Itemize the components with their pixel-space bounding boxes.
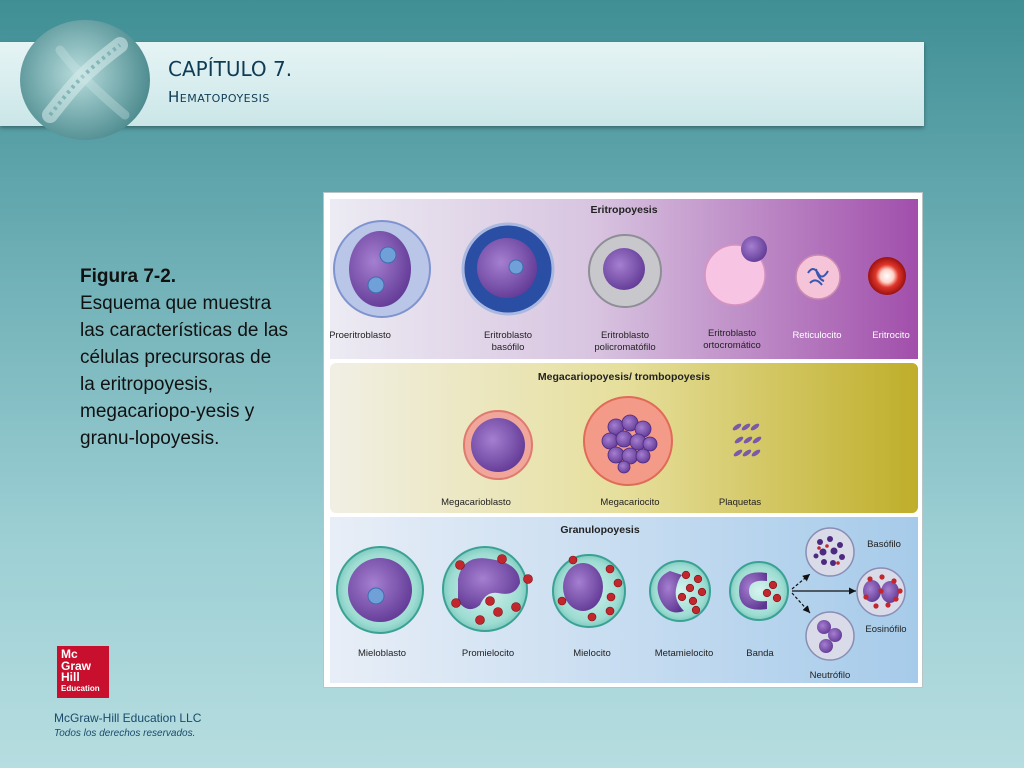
label-neutrophil: Neutrófilo	[810, 670, 851, 681]
label-erythrocyte: Eritrocito	[872, 330, 909, 341]
label-proerythroblast: Proeritroblasto	[330, 330, 391, 341]
label-megakaryocyte: Megacariocito	[600, 497, 659, 508]
footer-rights: Todos los derechos reservados.	[54, 728, 196, 739]
arrow-to-basophil	[791, 573, 811, 590]
header-band	[0, 42, 924, 126]
megakaryocyte-cell	[583, 396, 673, 486]
promyelocyte-cell	[442, 546, 533, 632]
granulopoiesis-title: Granulopoyesis	[560, 524, 640, 536]
label-eosinophil: Eosinófilo	[865, 624, 906, 635]
megakaryoblast-cell	[463, 410, 533, 480]
logo-line-hill: Hill	[61, 670, 80, 684]
label-myeloblast: Mieloblasto	[358, 648, 406, 659]
basophilic-erythroblast-cell	[461, 222, 555, 316]
platelets-group	[732, 423, 762, 457]
proerythroblast-cell	[333, 220, 431, 318]
orthochromatic-erythroblast-cell	[704, 236, 767, 306]
eosinophil-cell	[856, 567, 906, 617]
label-myelocyte: Mielocito	[573, 648, 611, 659]
chapter-title: CAPÍTULO 7.	[168, 57, 293, 81]
label-basophil: Basófilo	[867, 539, 901, 550]
logo-line-education: Education	[61, 683, 100, 693]
myeloblast-cell	[336, 546, 424, 634]
megakaryopoiesis-title: Megacariopoyesis/ trombopoyesis	[538, 371, 710, 383]
myelocyte-cell	[552, 554, 626, 628]
logo-line-graw: Graw	[61, 658, 92, 673]
footer-company: McGraw-Hill Education LLC	[54, 711, 202, 725]
logo-line-mc: Mc	[61, 647, 78, 661]
label-reticulocyte: Reticulocito	[792, 330, 841, 341]
erythrocyte-cell	[868, 257, 906, 295]
label-metamyelocyte: Metamielocito	[655, 648, 714, 659]
figure-description: Esquema que muestra las características …	[80, 293, 289, 449]
hematopoiesis-figure: Eritropoyesis Megacariopoyesis/ trombopo…	[323, 192, 923, 688]
arrow-to-neutrophil	[791, 592, 811, 614]
label-band: Banda	[746, 648, 774, 659]
figure-label: Figura 7-2.	[80, 266, 177, 287]
label-promyelocyte: Promielocito	[462, 648, 514, 659]
figure-caption: Figura 7-2. Esquema que muestra las cara…	[80, 263, 290, 452]
mcgraw-hill-logo: Mc Graw Hill Education	[57, 646, 109, 698]
chromosome-icon	[20, 20, 150, 140]
neutrophil-cell	[805, 611, 855, 661]
label-megakaryoblast: Megacarioblasto	[441, 497, 511, 508]
chapter-subtitle: Hematopoyesis	[168, 88, 270, 106]
metamyelocyte-cell	[649, 560, 711, 622]
reticulocyte-cell	[795, 254, 841, 300]
erythropoiesis-title: Eritropoyesis	[590, 204, 657, 216]
band-cell	[729, 561, 789, 621]
label-platelets: Plaquetas	[719, 497, 762, 508]
polychromatophilic-erythroblast-cell	[588, 234, 662, 308]
basophil-cell	[805, 527, 855, 577]
